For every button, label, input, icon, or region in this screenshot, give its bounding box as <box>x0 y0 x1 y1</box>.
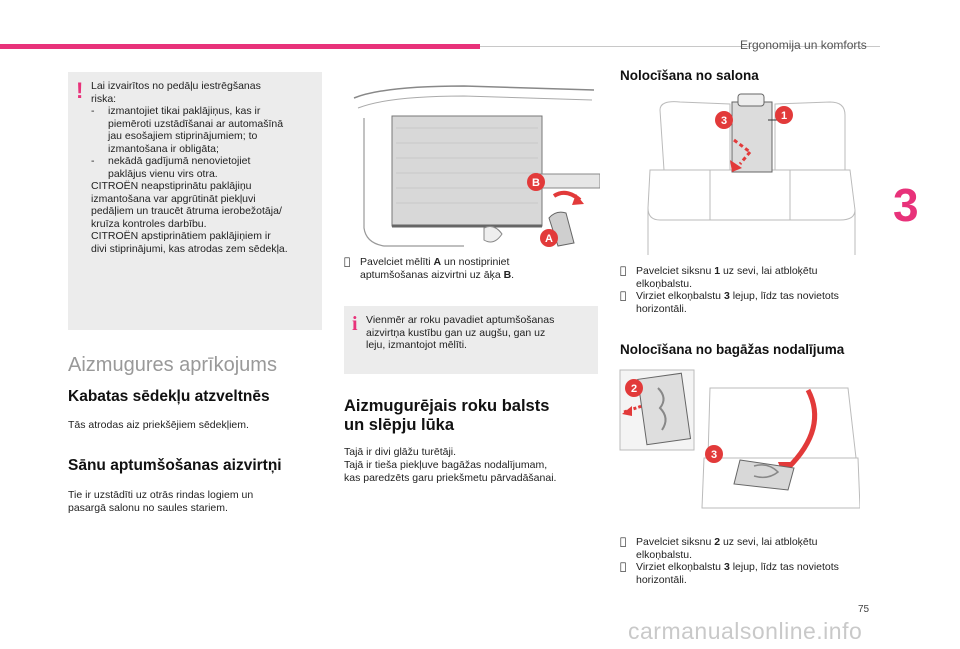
boot-seat-drawing: 2 3 <box>619 369 861 509</box>
blinds-line: pasargā salonu no saules stariem. <box>68 502 228 514</box>
instr-ref: B <box>503 268 512 281</box>
warning-box: ! Lai izvairītos no pedāļu iestrēgšanas … <box>68 72 322 330</box>
info-line: aizvirtņa kustību gan uz augšu, gan uz <box>366 326 546 339</box>
instr-text: un nostipriniet <box>441 256 510 268</box>
header-accent-bar <box>0 44 480 49</box>
step-ref: 1 <box>714 265 721 277</box>
step-text: Virziet elkoņbalstu <box>636 561 724 573</box>
info-icon: i <box>352 313 358 335</box>
dash-mark: - <box>91 155 95 167</box>
step-text: horizontāli. <box>636 573 687 586</box>
warning-icon: ! <box>76 78 84 103</box>
warning-line: CITROËN apstiprinātiem paklājiņiem ir <box>91 230 271 242</box>
warning-line: izmantojiet tikai paklājiņus, kas ir <box>108 105 261 117</box>
warning-line: jau esošajiem stiprinājumiem; to <box>108 130 258 142</box>
cabin-heading: Nolocīšana no salona <box>620 68 759 83</box>
watermark: carmanualsonline.info <box>628 618 863 644</box>
armrest-text: Tajā ir divi glāžu turētāji. Tajā ir tie… <box>344 446 556 485</box>
instruction-item:  Pavelciet mēlīti A un nostipriniet apt… <box>344 256 600 281</box>
instr-text: . <box>511 268 515 281</box>
info-line: leju, izmantojot mēlīti. <box>366 339 467 351</box>
warning-line: Lai izvairītos no pedāļu iestrēgšanas <box>91 80 261 92</box>
chapter-number: 3 <box>893 179 919 231</box>
cabin-label-3: 3 <box>721 115 727 127</box>
info-text: Vienmēr ar roku pavadiet aptumšošanas ai… <box>366 314 554 352</box>
warning-line: divi stiprinājumi, kas atrodas zem sēdek… <box>91 242 288 255</box>
warning-line: izmantošana var apgrūtināt piekļuvi <box>91 192 256 205</box>
label-b: B <box>532 177 540 189</box>
label-a: A <box>545 233 553 245</box>
instr-text: Pavelciet mēlīti <box>360 256 434 268</box>
boot-heading: Nolocīšana no bagāžas nodalījuma <box>620 342 845 357</box>
armrest-line: kas paredzēts garu priekšmetu pārvadāšan… <box>344 472 557 484</box>
armrest-heading-line: Aizmugurējais roku balsts <box>344 397 550 415</box>
step-ref: 3 <box>723 561 730 573</box>
dash-mark: - <box>91 105 95 117</box>
warning-line: paklājus vienu virs otra. <box>108 167 218 180</box>
step-text: lejup, līdz tas novietots <box>729 290 839 302</box>
header-rule <box>480 46 880 47</box>
armrest-line: Tajā ir divi glāžu turētāji. <box>344 446 457 458</box>
checkbox-icon:  <box>620 290 636 315</box>
warning-line: kruīza kontroles darbību. <box>91 217 207 230</box>
checkbox-icon:  <box>620 561 636 586</box>
cabin-label-1: 1 <box>781 110 787 122</box>
armrest-heading-line: un slēpju lūka <box>344 416 455 434</box>
instruction-block:  Pavelciet mēlīti A un nostipriniet apt… <box>344 256 600 281</box>
warning-dash-item: - nekādā gadījumā nenovietojiet paklājus… <box>91 155 288 180</box>
step-text: uz sevi, lai atbloķētu <box>720 536 818 548</box>
warning-line: pedāļiem un traucēt ātruma ierobežotāja/ <box>91 205 282 217</box>
cabin-seat-drawing: 1 3 <box>647 93 856 255</box>
warning-dash-item: - izmantojiet tikai paklājiņus, kas ir p… <box>91 105 288 155</box>
cabin-steps:  Pavelciet siksnu 1 uz sevi, lai atbloķ… <box>620 265 880 315</box>
sunblind-drawing: B A <box>353 85 601 247</box>
step-text: lejup, līdz tas novietots <box>729 561 839 573</box>
cabin-step:  Virziet elkoņbalstu 3 lejup, līdz tas … <box>620 290 880 315</box>
blinds-text: Tie ir uzstādīti uz otrās rindas logiem … <box>68 489 253 515</box>
warning-line: nekādā gadījumā nenovietojiet <box>108 155 251 167</box>
warning-line: piemēroti uzstādīšanai ar automašīnā <box>108 117 284 130</box>
boot-fold-illustration: 2 3 <box>618 368 861 528</box>
checkbox-icon:  <box>620 536 636 561</box>
info-box: i Vienmēr ar roku pavadiet aptumšošanas … <box>344 306 598 374</box>
blinds-heading: Sānu aptumšošanas aizvirtņi <box>68 457 282 474</box>
page-number: 75 <box>858 604 870 615</box>
pockets-heading: Kabatas sēdekļu atzveltnēs <box>68 388 270 405</box>
boot-label-2: 2 <box>631 383 637 395</box>
armrest-heading: Aizmugurējais roku balsts un slēpju lūka <box>344 397 549 435</box>
cabin-step:  Pavelciet siksnu 1 uz sevi, lai atbloķ… <box>620 265 880 290</box>
step-text: Pavelciet siksnu <box>636 265 715 277</box>
step-ref: 2 <box>714 536 721 548</box>
boot-steps:  Pavelciet siksnu 2 uz sevi, lai atbloķ… <box>620 536 880 586</box>
warning-line: riska: <box>91 92 117 105</box>
step-text: elkoņbalstu. <box>636 548 693 561</box>
warning-line: izmantošana ir obligāta; <box>108 142 219 155</box>
section-title: Aizmugures aprīkojums <box>68 354 277 376</box>
boot-step:  Pavelciet siksnu 2 uz sevi, lai atbloķ… <box>620 536 880 561</box>
warning-line: CITROËN neapstiprinātu paklājiņu <box>91 180 252 192</box>
checkbox-icon:  <box>620 265 636 290</box>
checkbox-icon:  <box>344 256 360 281</box>
step-text: Virziet elkoņbalstu <box>636 290 724 302</box>
header-title: Ergonomija un komforts <box>740 38 867 52</box>
step-ref: 3 <box>723 290 730 302</box>
step-text: elkoņbalstu. <box>636 277 693 290</box>
warning-text: Lai izvairītos no pedāļu iestrēgšanas ri… <box>91 80 288 255</box>
boot-label-3: 3 <box>711 449 717 461</box>
instr-ref: A <box>433 256 442 268</box>
instr-text: aptumšošanas aizvirtni uz āķa <box>360 268 504 281</box>
cabin-fold-illustration: 1 3 <box>640 90 860 258</box>
step-text: Pavelciet siksnu <box>636 536 715 548</box>
step-text: uz sevi, lai atbloķētu <box>720 265 818 277</box>
blinds-line: Tie ir uzstādīti uz otrās rindas logiem … <box>68 489 254 501</box>
boot-step:  Virziet elkoņbalstu 3 lejup, līdz tas … <box>620 561 880 586</box>
sunblind-illustration: B A <box>344 78 601 250</box>
armrest-line: Tajā ir tieša piekļuve bagāžas nodalījum… <box>344 459 548 471</box>
info-line: Vienmēr ar roku pavadiet aptumšošanas <box>366 314 555 326</box>
pockets-text: Tās atrodas aiz priekšējiem sēdekļiem. <box>68 419 249 431</box>
step-text: horizontāli. <box>636 302 687 315</box>
